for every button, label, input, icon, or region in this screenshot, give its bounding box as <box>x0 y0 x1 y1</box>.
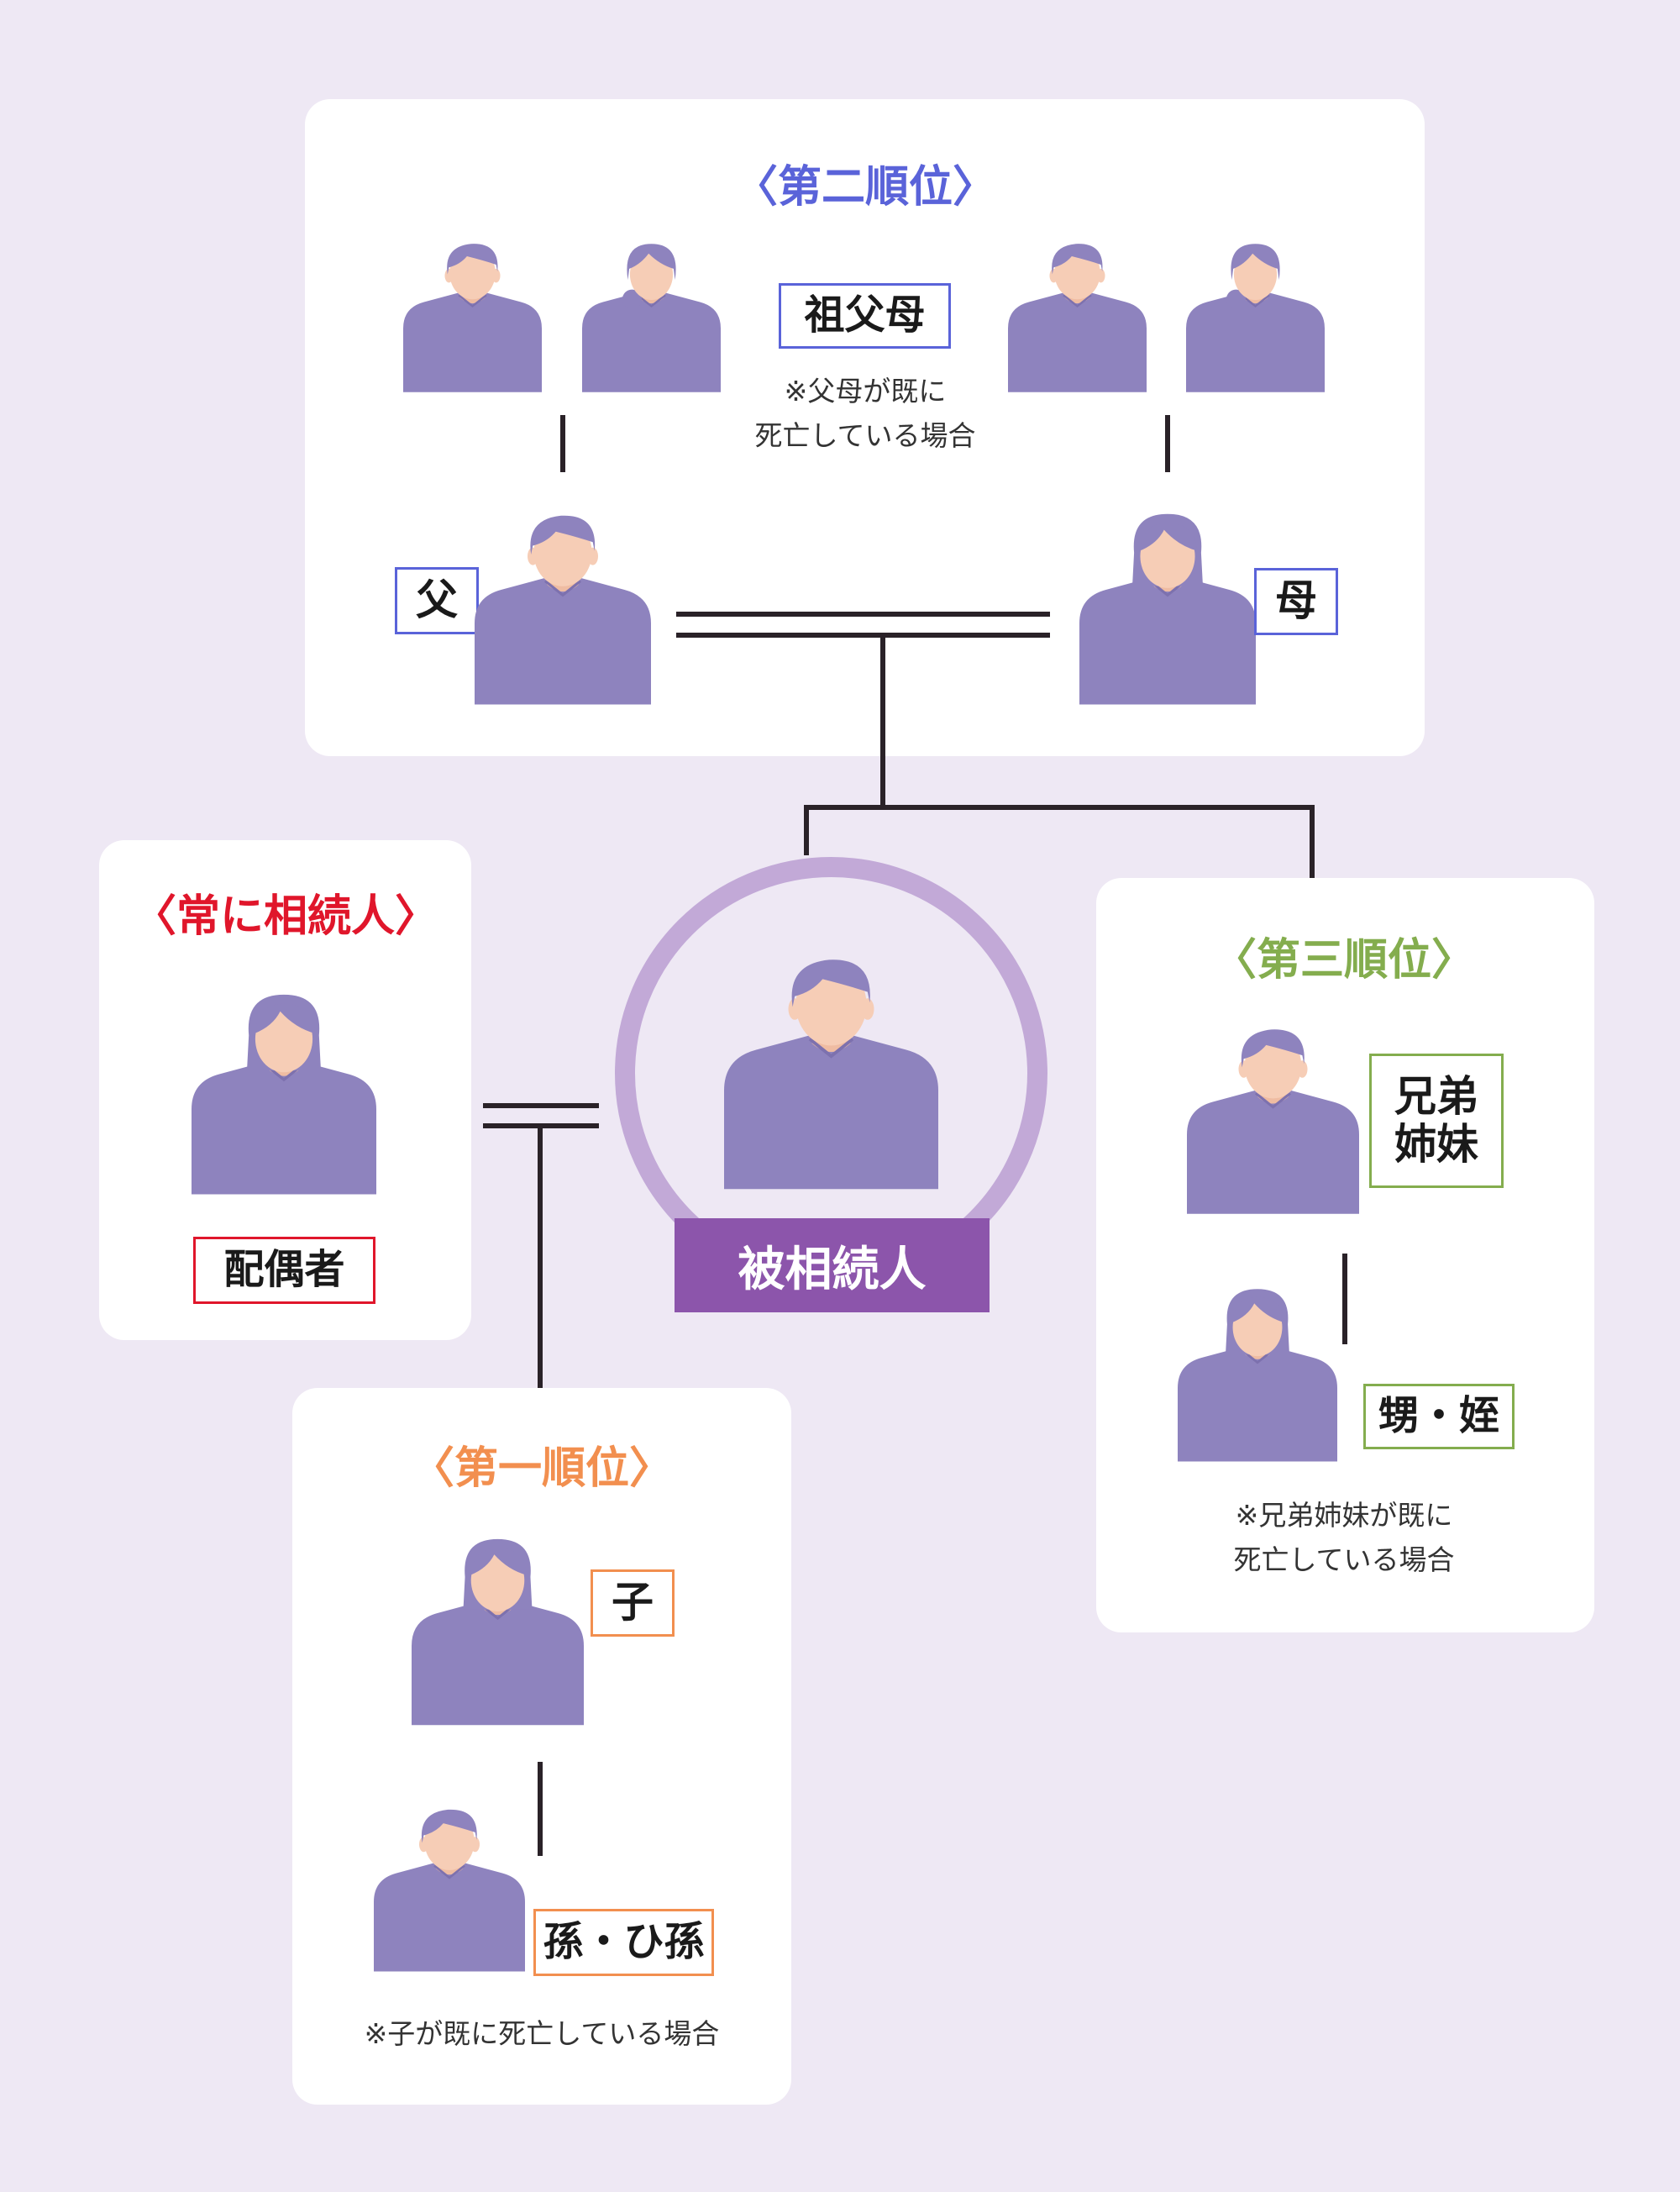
parents-descent-line <box>880 633 885 810</box>
siblings-label: 兄弟 姉妹 <box>1369 1054 1504 1188</box>
child-figure <box>412 1519 584 1742</box>
third-rank-note: ※兄弟姉妹が既に 死亡している場合 <box>1233 1499 1455 1576</box>
first-rank-note: ※子が既に死亡している場合 <box>364 2017 720 2050</box>
father-label: 父 <box>395 567 479 634</box>
decedent-branch-line <box>804 805 809 855</box>
first-rank-title: 〈第一順位〉 <box>410 1443 673 1494</box>
grandparent-mother-line <box>1165 415 1170 472</box>
parents-marriage-line-bottom <box>676 633 1050 638</box>
child-label: 子 <box>591 1569 675 1637</box>
decedent-figure <box>724 920 938 1222</box>
spouse-figure <box>192 973 376 1212</box>
child-grandchild-line <box>538 1762 543 1856</box>
grandchild-figure <box>374 1790 525 1987</box>
grandparents-label: 祖父母 <box>779 283 951 349</box>
spouse-label: 配偶者 <box>193 1237 375 1304</box>
nephew-niece-label: 甥・姪 <box>1363 1384 1515 1449</box>
third-rank-title: 〈第三順位〉 <box>1212 935 1475 986</box>
grandchild-label: 孫・ひ孫 <box>533 1909 714 1976</box>
grandfather-paternal-figure <box>403 225 542 407</box>
sibling-nephew-line <box>1342 1254 1347 1344</box>
sibling-figure <box>1187 1010 1359 1228</box>
sibling-drop-line <box>1310 805 1315 878</box>
second-rank-title: 〈第二順位〉 <box>733 162 996 213</box>
parents-marriage-line-top <box>676 612 1050 617</box>
grandparents-note: ※父母が既に 死亡している場合 <box>754 375 976 452</box>
father-figure <box>475 494 651 721</box>
spouse-marriage-line-top <box>483 1103 599 1108</box>
grandparent-father-line <box>560 415 565 472</box>
sibling-branch-line <box>804 805 1315 810</box>
decedent-label: 被相続人 <box>675 1218 990 1312</box>
first-rank-card <box>292 1388 791 2105</box>
nephew-niece-figure <box>1178 1273 1337 1474</box>
grandmother-maternal-figure <box>1186 225 1325 407</box>
children-descent-line <box>538 1123 543 1388</box>
always-heir-title: 〈常に相続人〉 <box>132 891 438 942</box>
mother-label: 母 <box>1254 568 1338 635</box>
mother-figure <box>1079 494 1256 721</box>
